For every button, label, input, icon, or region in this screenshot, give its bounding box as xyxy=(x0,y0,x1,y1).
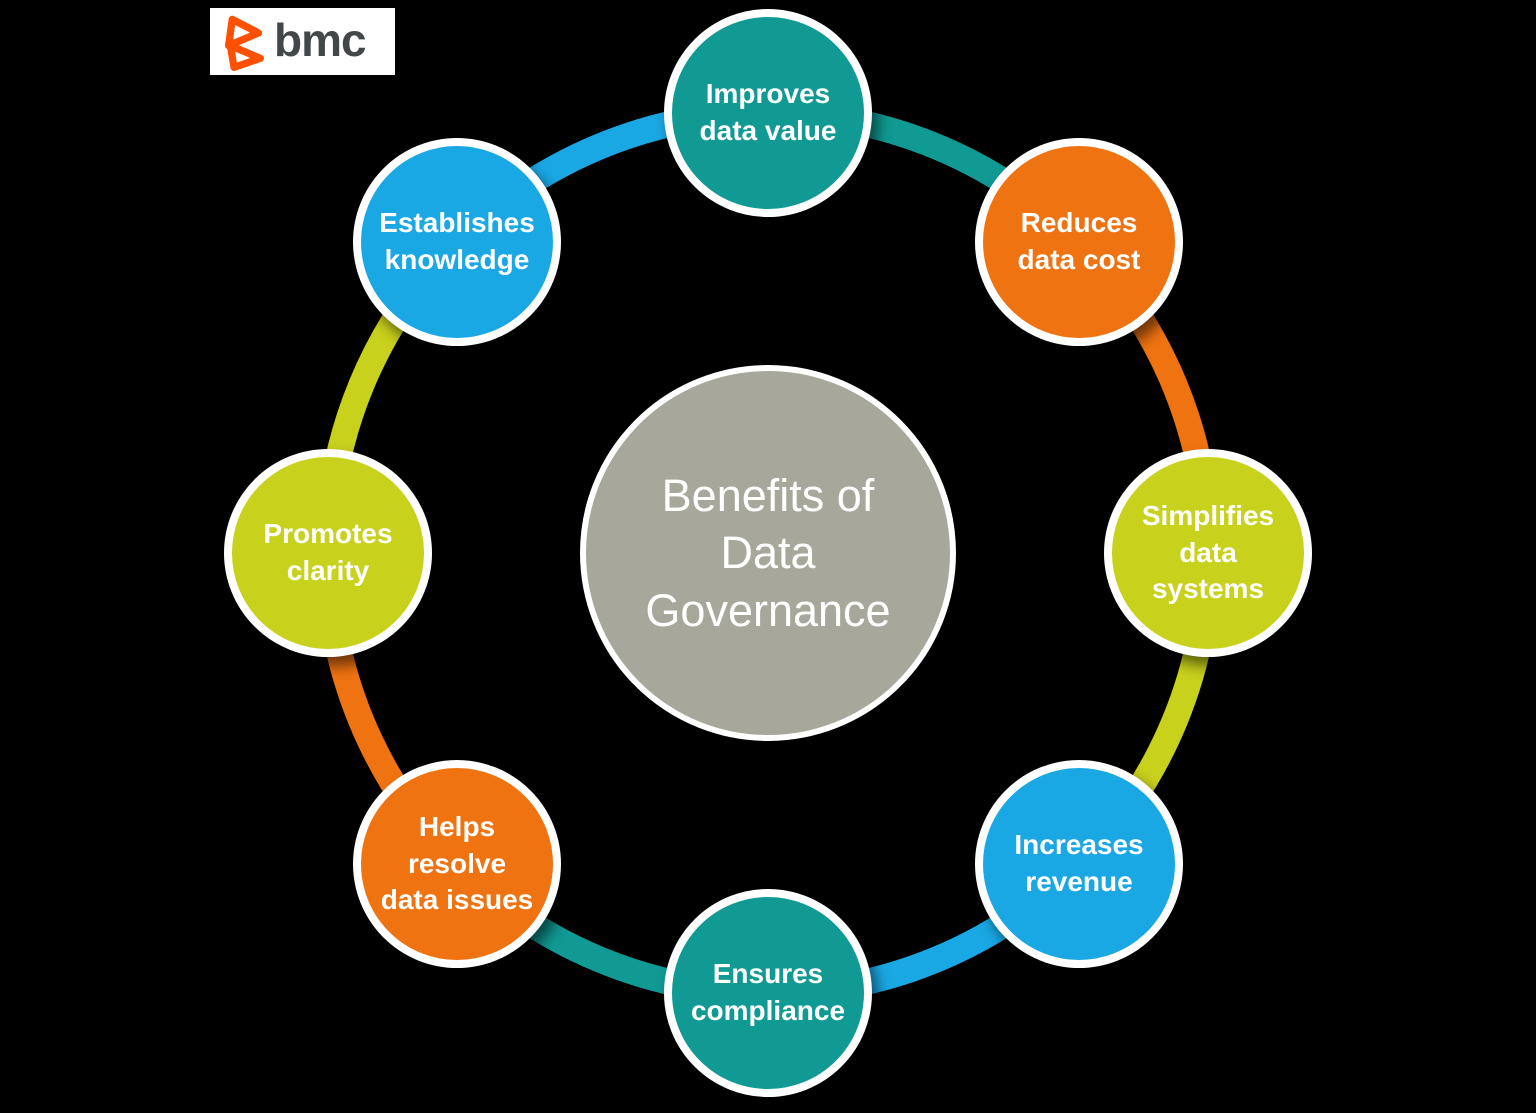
node-label: Promotes clarity xyxy=(263,518,393,586)
center-node-label: Benefits of Data Governance xyxy=(645,469,891,636)
node-increases-revenue: Increases revenue xyxy=(975,760,1183,968)
bmc-logo-text: bmc xyxy=(274,13,367,66)
node-ensures-compliance: Ensures compliance xyxy=(664,889,872,1097)
center-node: Benefits of Data Governance xyxy=(580,365,956,741)
node-label: Helps resolve data issues xyxy=(380,810,534,916)
node-establishes-knowledge: Establishes knowledge xyxy=(353,138,561,346)
node-simplifies-data-systems: Simplifies data systems xyxy=(1104,449,1312,657)
node-improves-data-value: Improves data value xyxy=(664,9,872,217)
node-label: Reduces data cost xyxy=(1017,207,1141,275)
node-label: Establishes knowledge xyxy=(379,207,535,275)
node-label: Improves data value xyxy=(699,78,837,146)
node-label: Simplifies data systems xyxy=(1141,499,1275,605)
node-helps-resolve-data-issues: Helps resolve data issues xyxy=(353,760,561,968)
node-reduces-data-cost: Reduces data cost xyxy=(975,138,1183,346)
node-label: Increases revenue xyxy=(1014,829,1144,897)
node-label: Ensures compliance xyxy=(690,958,846,1026)
bmc-logo: bmc xyxy=(210,8,395,75)
node-promotes-clarity: Promotes clarity xyxy=(224,449,432,657)
bmc-chevrons-icon xyxy=(224,15,264,71)
